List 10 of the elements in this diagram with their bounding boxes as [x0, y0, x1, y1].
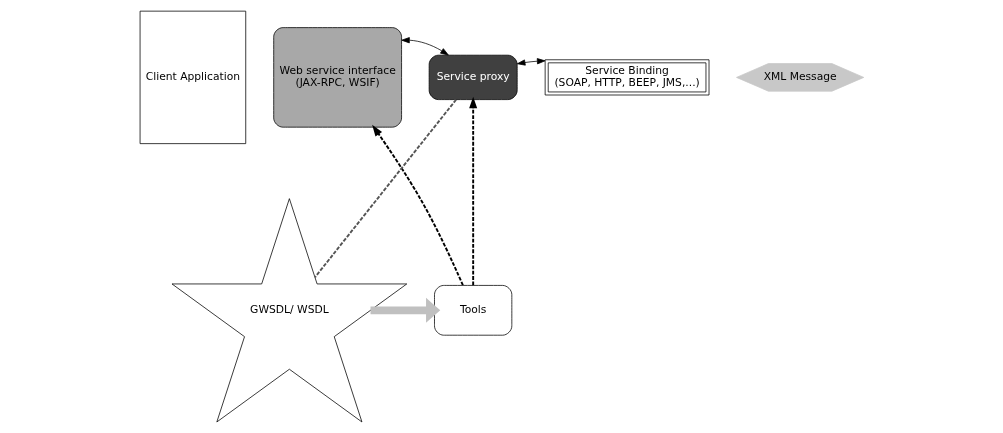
node-box: Client Application	[139, 10, 246, 144]
node-box: Web service interface (JAX-RPC, WSIF)	[272, 27, 402, 128]
arrow	[468, 96, 477, 287]
connector	[313, 98, 457, 279]
arrow	[400, 37, 449, 56]
node-box: Service proxy	[428, 54, 518, 100]
arrow	[370, 297, 440, 323]
arrow	[371, 124, 464, 287]
node-box: Tools	[433, 285, 512, 336]
arrow	[516, 58, 545, 66]
